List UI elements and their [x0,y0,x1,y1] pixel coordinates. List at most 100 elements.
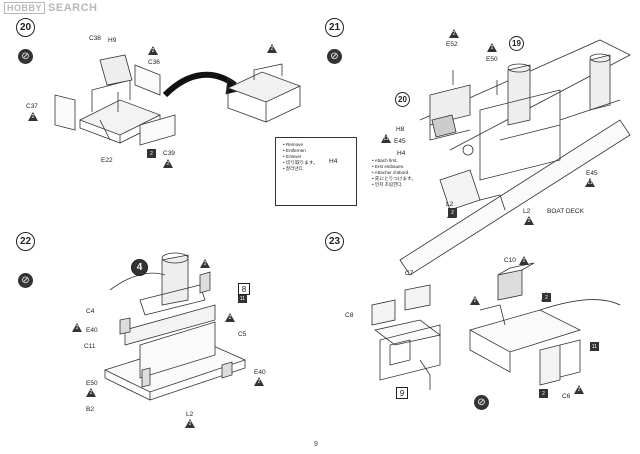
paint-code-marker: 2 [470,296,480,305]
paint-code-marker: 2 [148,46,158,55]
remove-legend-box: Remove Entfernen Enlever 切り取ります。 잘라낸다. H… [275,137,357,206]
paint-code-number: 2 [228,315,232,321]
paint-code-number: 11 [383,136,389,142]
legend-part-h4: H4 [329,158,338,165]
part-label-l2-b: L2 [523,208,531,215]
paint-code-square: 2 [542,293,551,302]
paint-code-number: 2 [490,45,494,51]
part-label-e50: E50 [486,56,498,63]
part-label-e40-b: E40 [254,369,266,376]
paint-code-marker: 2 [524,216,534,225]
paint-code-marker: 2 [449,29,459,38]
paint-code-marker: 2 [163,159,173,168]
paint-code-number: 2 [166,161,170,167]
step-number-21: 21 [325,18,344,37]
paint-code-number: 2 [75,325,79,331]
part-label-c11: C11 [84,343,96,350]
paint-code-square: 11 [238,294,247,303]
step-ref-19: 19 [509,36,524,51]
paint-code-marker: 2 [200,259,210,268]
step-number-22: 22 [16,232,35,251]
part-label-c38: C38 [89,35,101,42]
step21-boat-deck [400,40,630,275]
part-label-c10: C10 [504,257,516,264]
paint-code-number: 2 [522,258,526,264]
paint-code-square: 2 [539,389,548,398]
part-label-b2: B2 [86,406,94,413]
part-label-h9: H9 [108,37,117,44]
part-label-e45-b: E45 [586,170,598,177]
paint-code-square: 11 [590,342,599,351]
cement-icon: ⊘ [327,49,342,64]
part-label-l2: L2 [446,201,454,208]
paint-code-square: 2 [448,208,457,217]
part-label-c8: C8 [345,312,354,319]
part-label-c37: C37 [26,103,38,110]
page-number: 9 [314,441,318,448]
paint-code-marker: 11 [585,178,595,187]
cement-icon: ⊘ [18,273,33,288]
cement-icon: ⊘ [18,49,33,64]
part-label-c4: C4 [86,308,95,315]
step20-arrow [165,75,235,95]
watermark-brand: SEARCH [48,2,98,14]
paint-code-number: 2 [188,421,192,427]
paint-code-marker: 2 [254,377,264,386]
paint-code-number: 2 [473,298,477,304]
paint-code-marker: 2 [519,256,529,265]
attach-text-ko: 먼저 조립한다. [372,182,416,188]
step-number-20: 20 [16,18,35,37]
attach-text-fr: Attacher d'abord. [372,170,416,176]
paint-code-marker: 2 [28,112,38,121]
part-label-e22: E22 [101,157,113,164]
step23-assembly-right [470,263,620,385]
part-label-e45: E45 [394,138,406,145]
step23-assembly-left [372,285,440,390]
part-label-c39: C39 [163,150,175,157]
paint-code-marker: 2 [487,43,497,52]
paint-code-marker: 2 [574,385,584,394]
paint-code-marker: 2 [86,388,96,397]
part-label-l2-c: L2 [186,411,194,418]
paint-code-number: 2 [527,218,531,224]
attach-first-notes: Attach first. Erst einbauen. Attacher d'… [372,158,416,188]
watermark-logo: HOBBY [4,2,46,14]
part-label-c5: C5 [238,331,247,338]
attach-text-ja: 先にとりつけます。 [372,176,416,182]
part-label-e50-b: E50 [86,380,98,387]
paint-code-number: 2 [257,379,261,385]
paint-code-marker: 11 [381,134,391,143]
paint-code-number: 11 [587,180,593,186]
remove-text-ja: 切り取ります。 [283,160,356,166]
attach-text-de: Erst einbauen. [372,164,416,170]
paint-code-marker: 2 [267,44,277,53]
step20-base-assembly [55,55,175,145]
remove-text-en: Remove [283,142,356,148]
attach-text-en: Attach first. [372,158,416,164]
paint-code-number: 2 [89,390,93,396]
paint-code-square: 2 [147,149,156,158]
cement-icon: ⊘ [474,395,489,410]
part-label-c36: C36 [148,59,160,66]
remove-text-de: Entfernen [283,148,356,154]
boat-deck-label: BOAT DECK [547,208,584,215]
part-label-c6: C6 [562,393,571,400]
paint-code-number: 2 [151,48,155,54]
paint-code-marker: 2 [72,323,82,332]
paint-code-marker: 2 [225,313,235,322]
step-number-23: 23 [325,232,344,251]
step20-finished-part [228,64,300,122]
part-label-e52: E52 [446,41,458,48]
paint-code-number: 2 [452,31,456,37]
part-label-e40: E40 [86,327,98,334]
paint-code-number: 2 [270,46,274,52]
step-ref-4: 4 [131,259,148,276]
paint-code-marker: 2 [185,419,195,428]
part-label-h8: H8 [396,126,405,133]
boxed-number-8: 8 [238,283,250,295]
paint-code-number: 2 [31,114,35,120]
remove-text-fr: Enlever [283,154,356,160]
step-ref-20: 20 [395,92,410,107]
